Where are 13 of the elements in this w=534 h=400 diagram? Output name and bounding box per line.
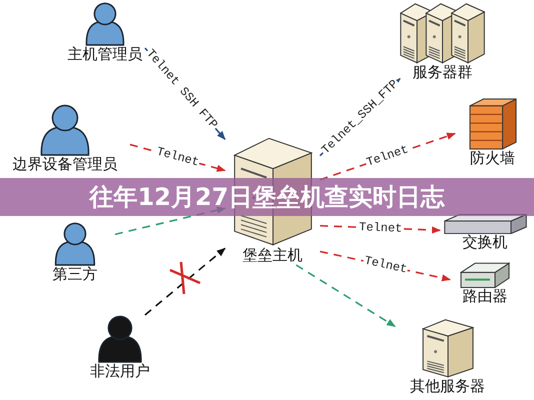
node-label: 交换机 (462, 234, 508, 252)
node-label: 堡垒主机 (242, 247, 302, 265)
node-label: 服务器群 (412, 64, 472, 82)
arrow (296, 264, 396, 328)
node-label: 路由器 (462, 288, 508, 306)
node-label: 非法用户 (90, 363, 150, 381)
node-label: 边界设备管理员 (12, 156, 118, 174)
node-label: 第三方 (52, 266, 98, 284)
arrow (144, 248, 226, 316)
node-label: 主机管理员 (68, 46, 142, 64)
node-label: 其他服务器 (410, 378, 485, 396)
title-banner: 往年12月27日堡垒机查实时日志 (0, 178, 534, 216)
node-label: 防火墙 (470, 150, 515, 168)
